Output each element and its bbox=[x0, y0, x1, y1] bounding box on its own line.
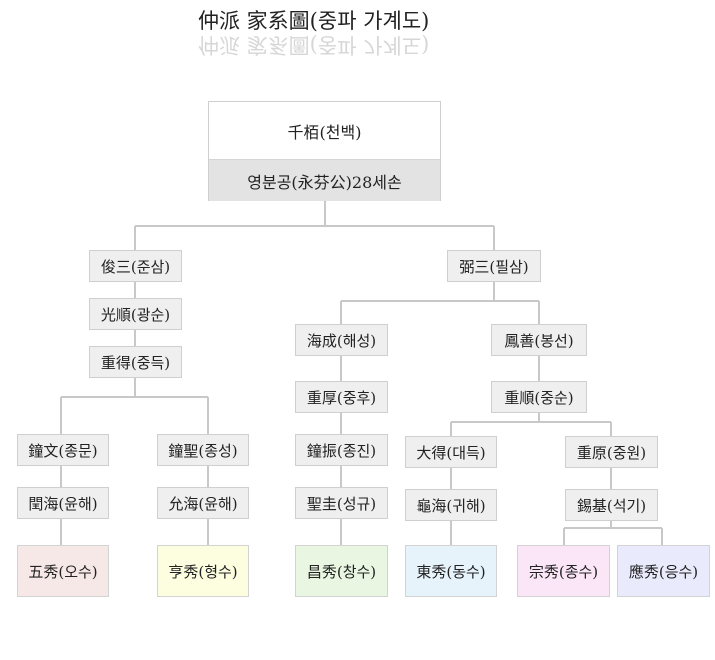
node-jong-mun: 鐘文(종문) bbox=[17, 434, 109, 466]
root-generation-label: 영분공(永芬公)28세손 bbox=[209, 159, 440, 201]
node-yun-hae-1: 閏海(윤해) bbox=[17, 487, 109, 519]
node-jung-won: 重原(중원) bbox=[565, 436, 658, 468]
node-yun-hae-2: 允海(윤해) bbox=[157, 487, 249, 519]
node-jung-hu: 重厚(중후) bbox=[295, 381, 388, 413]
node-eung-su: 應秀(응수) bbox=[617, 545, 710, 597]
node-jong-su: 宗秀(종수) bbox=[517, 545, 610, 597]
root-name: 千栢(천백) bbox=[209, 102, 440, 159]
node-jong-seong: 鐘聖(종성) bbox=[157, 434, 249, 466]
node-gwi-hae: 龜海(귀해) bbox=[405, 489, 497, 521]
node-seong-gyu: 聖圭(성규) bbox=[295, 487, 388, 519]
node-jung-sun: 重順(중순) bbox=[491, 381, 587, 413]
node-hyeong-su: 亨秀(형수) bbox=[157, 545, 249, 597]
node-o-su: 五秀(오수) bbox=[17, 545, 109, 597]
node-bong-seon: 鳳善(봉선) bbox=[491, 324, 587, 356]
node-jong-jin: 鐘振(종진) bbox=[295, 434, 388, 466]
node-dong-su: 東秀(동수) bbox=[405, 545, 497, 597]
node-jung-deuk: 重得(중득) bbox=[89, 346, 182, 378]
node-seok-gi: 錫基(석기) bbox=[565, 489, 658, 521]
node-jun-sam: 俊三(준삼) bbox=[89, 250, 182, 282]
node-gwang-sun: 光順(광순) bbox=[89, 298, 182, 330]
page-title: 仲派 家系圖(중파 가계도) bbox=[198, 9, 430, 33]
node-dae-deuk: 大得(대득) bbox=[405, 436, 497, 468]
node-pil-sam: 弼三(필삼) bbox=[447, 250, 541, 282]
node-chang-su: 昌秀(창수) bbox=[295, 545, 388, 597]
node-hae-seong: 海成(해성) bbox=[295, 324, 388, 356]
root-node-cheonbaek: 千栢(천백) 영분공(永芬公)28세손 bbox=[208, 101, 441, 201]
